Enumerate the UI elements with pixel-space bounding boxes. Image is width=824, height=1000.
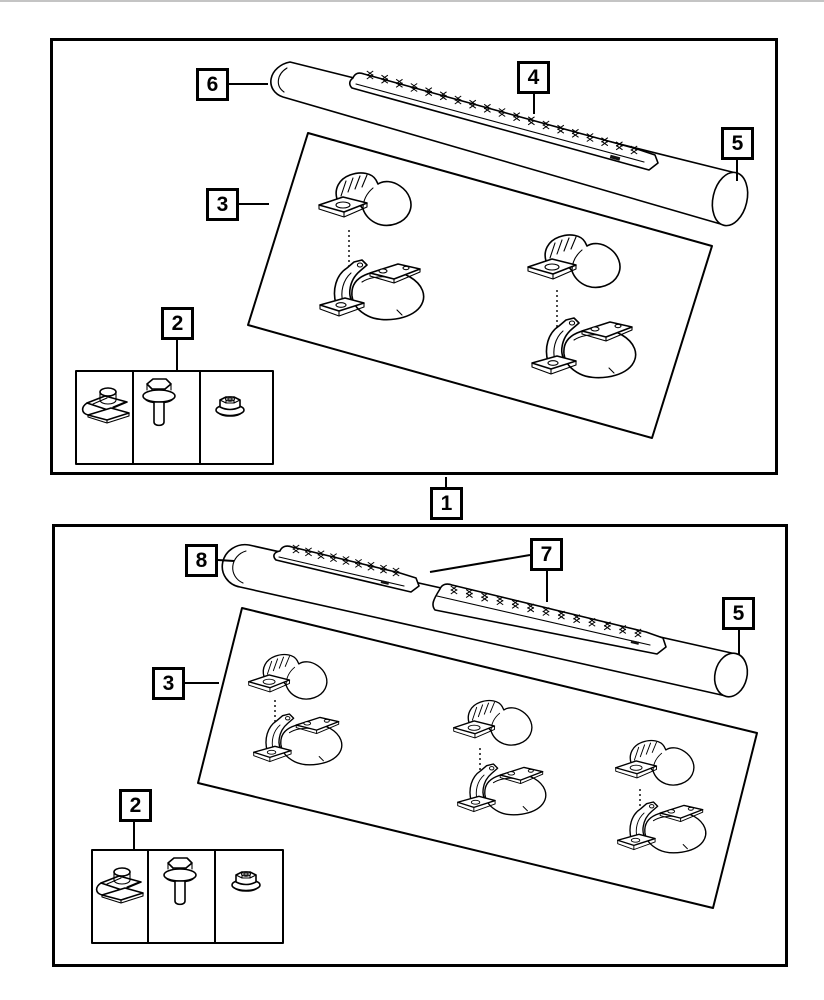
callout-bar-end-upper[interactable]: 5 — [721, 127, 754, 160]
callout-hardware-upper[interactable]: 2 — [161, 307, 194, 340]
callout-bar-front-lower[interactable]: 8 — [185, 544, 218, 577]
callout-brackets-upper[interactable]: 3 — [206, 188, 239, 221]
upper-assembly-panel — [50, 38, 778, 475]
callout-brackets-lower[interactable]: 3 — [152, 667, 185, 700]
callout-hardware-lower[interactable]: 2 — [119, 789, 152, 822]
callout-kit[interactable]: 1 — [430, 487, 463, 520]
lower-assembly-panel — [52, 524, 788, 967]
page-top-divider — [0, 0, 824, 2]
callout-step-pads-lower[interactable]: 7 — [530, 538, 563, 571]
callout-bar-end-lower[interactable]: 5 — [722, 597, 755, 630]
callout-step-pad-upper[interactable]: 4 — [517, 61, 550, 94]
callout-bar-front-upper[interactable]: 6 — [196, 68, 229, 101]
